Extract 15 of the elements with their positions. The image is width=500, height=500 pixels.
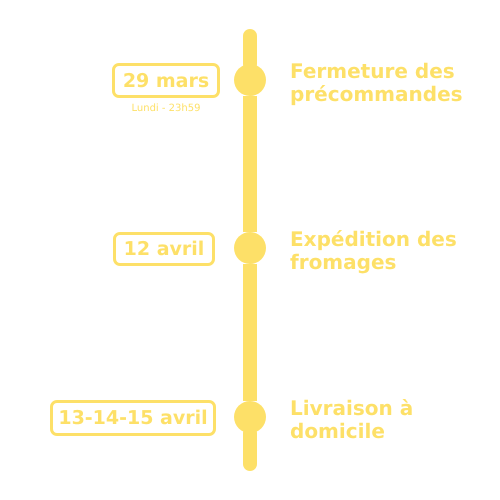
timeline-dot (234, 232, 266, 264)
date-box (50, 400, 216, 436)
date-box (112, 63, 220, 98)
date-text: 12 avril (124, 238, 204, 260)
date-box (113, 232, 215, 266)
timeline-dot (234, 401, 266, 433)
date-text: 29 mars (122, 70, 210, 92)
event-title: Livraison à domicile (290, 397, 414, 443)
timeline-segment (243, 96, 257, 232)
timeline-segment (243, 264, 257, 401)
event-title: Expédition des fromages (290, 228, 458, 274)
time-note: Lundi - 23h59 (130, 103, 202, 114)
event-title: Fermeture des précommandes (290, 60, 464, 106)
date-text: 13-14-15 avril (58, 407, 208, 429)
timeline-dot (234, 64, 266, 96)
